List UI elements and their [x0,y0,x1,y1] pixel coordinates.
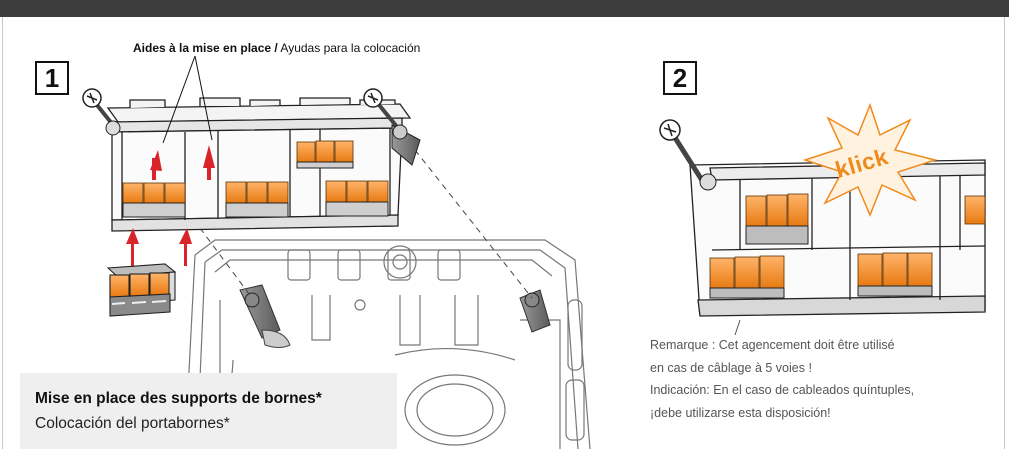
step-2-badge: 2 [663,61,697,95]
insert-arrows [126,228,192,266]
closeup-terminals [709,193,986,289]
remark-line-4: ¡debe utilizarse esta disposición! [650,405,831,420]
placement-aids-label: Aides à la mise en place / Ayudas para l… [133,41,420,55]
klick-burst [802,102,938,217]
screw-left-1 [82,88,121,136]
content-frame [2,17,1005,449]
remark-line-3: Indicación: En el caso de cableados quín… [650,383,915,397]
rail-terminals [122,140,389,204]
remark-line-2: en cas de câblage à 5 voies ! [650,360,812,375]
box-screw-holder-right [519,289,551,333]
remark-line-1: Remarque : Cet agencement doit être util… [650,338,895,352]
top-bar [0,0,1009,17]
caption-title-fr: Mise en place des supports de bornes* [35,390,322,407]
caption-panel: Mise en place des supports de bornes* Co… [20,373,397,449]
step-1-badge: 1 [35,61,69,95]
placement-aids-fr: Aides à la mise en place / [133,41,278,55]
remark-note: Remarque : Cet agencement doit être util… [650,334,990,424]
screw-right-1 [363,88,421,166]
caption-title-es: Colocación del portabornes* [35,415,230,432]
placement-aids-es: Ayudas para la colocación [277,41,421,55]
screw-closeup [659,119,717,191]
loose-terminal-block [106,263,177,317]
alignment-arrows-in-rail [150,145,215,180]
box-screw-holder-left [239,284,291,348]
